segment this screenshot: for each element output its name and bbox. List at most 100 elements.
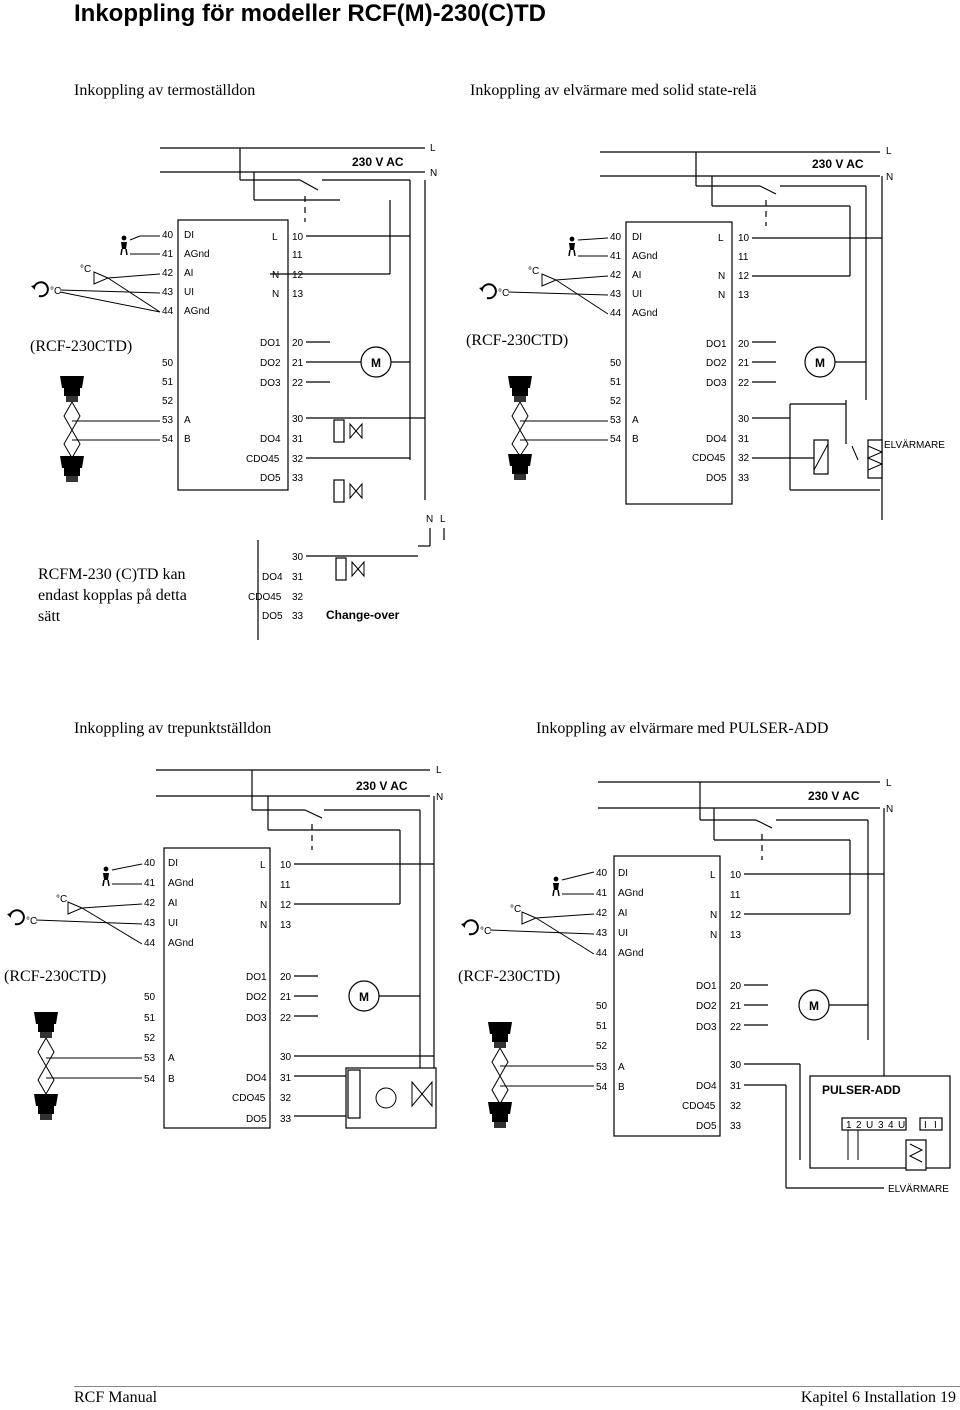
svg-text:L: L [718, 233, 724, 244]
svg-text:50: 50 [610, 358, 622, 369]
supply-L: L [886, 778, 892, 789]
svg-text:53: 53 [144, 1053, 156, 1064]
svg-text:A: A [184, 415, 191, 426]
svg-text:AGnd: AGnd [632, 251, 658, 262]
supply-label: 230 V AC [808, 789, 860, 803]
svg-text:30: 30 [730, 1060, 742, 1071]
svg-text:12: 12 [280, 900, 292, 911]
svg-text:DO4: DO4 [696, 1081, 717, 1092]
svg-text:CDO45: CDO45 [248, 592, 282, 603]
note-line-3: sätt [38, 608, 61, 625]
page-footer: RCF Manual Kapitel 6 Installation 19 [74, 1386, 960, 1406]
svg-text:UI: UI [618, 928, 628, 939]
svg-text:51: 51 [162, 377, 174, 388]
svg-text:CDO45: CDO45 [232, 1093, 266, 1104]
connector-icon [34, 1012, 58, 1038]
svg-text:AI: AI [168, 898, 177, 909]
svg-text:22: 22 [730, 1022, 742, 1033]
svg-text:B: B [632, 434, 639, 445]
svg-text:40: 40 [610, 232, 622, 243]
svg-text:DI: DI [168, 858, 178, 869]
svg-text:11: 11 [730, 890, 741, 901]
svg-text:50: 50 [162, 358, 174, 369]
svg-text:21: 21 [292, 358, 304, 369]
svg-text:33: 33 [738, 473, 750, 484]
svg-text:51: 51 [596, 1021, 608, 1032]
svg-text:N: N [260, 900, 267, 911]
svg-text:13: 13 [738, 290, 750, 301]
svg-text:40: 40 [162, 230, 174, 241]
svg-text:31: 31 [292, 572, 304, 583]
svg-text:4: 4 [888, 1120, 894, 1131]
svg-text:22: 22 [292, 378, 304, 389]
svg-text:41: 41 [596, 888, 608, 899]
caption-trepunkt: Inkoppling av trepunktställdon [74, 720, 272, 737]
svg-text:32: 32 [280, 1093, 292, 1104]
svg-text:DO2: DO2 [696, 1001, 717, 1012]
motor-label: M [809, 999, 819, 1013]
supply-label: 230 V AC [356, 779, 408, 793]
svg-text:1: 1 [846, 1120, 852, 1131]
svg-text:A: A [168, 1053, 175, 1064]
svg-text:33: 33 [730, 1121, 742, 1132]
svg-text:AI: AI [184, 268, 193, 279]
connector-icon [60, 456, 84, 482]
pulser-add-label: PULSER-ADD [822, 1083, 901, 1097]
supply-L: L [436, 765, 442, 776]
svg-text:50: 50 [596, 1001, 608, 1012]
svg-text:13: 13 [292, 289, 304, 300]
svg-text:20: 20 [738, 339, 750, 350]
caption-pulser-add: Inkoppling av elvärmare med PULSER-ADD [536, 720, 829, 737]
svg-text:U: U [898, 1120, 905, 1131]
svg-text:DO5: DO5 [260, 473, 281, 484]
svg-text:54: 54 [610, 434, 622, 445]
svg-text:52: 52 [596, 1041, 608, 1052]
svg-text:AI: AI [632, 270, 641, 281]
svg-text:UI: UI [168, 918, 178, 929]
connector-icon [34, 1094, 58, 1120]
svg-text:52: 52 [610, 396, 622, 407]
svg-text:AGnd: AGnd [632, 308, 658, 319]
svg-text:31: 31 [292, 434, 304, 445]
controller-box [177, 219, 289, 491]
svg-text:DO4: DO4 [246, 1073, 267, 1084]
svg-text:10: 10 [738, 233, 750, 244]
svg-text:DO1: DO1 [696, 981, 717, 992]
svg-text:43: 43 [596, 928, 608, 939]
svg-text:51: 51 [144, 1013, 156, 1024]
svg-text:43: 43 [610, 289, 622, 300]
svg-text:32: 32 [292, 592, 304, 603]
connector-icon [508, 376, 532, 402]
elvarmare-label: ELVÄRMARE [888, 1183, 949, 1195]
svg-text:33: 33 [292, 611, 304, 622]
motor-label: M [815, 356, 825, 370]
svg-text:20: 20 [730, 981, 742, 992]
svg-text:DO5: DO5 [262, 611, 283, 622]
svg-text:L: L [710, 870, 716, 881]
svg-text:31: 31 [280, 1073, 292, 1084]
svg-text:33: 33 [280, 1114, 292, 1125]
svg-text:DO3: DO3 [260, 378, 281, 389]
supply-label: 230 V AC [352, 155, 404, 169]
svg-text:53: 53 [596, 1062, 608, 1073]
svg-text:°C: °C [528, 266, 539, 277]
svg-text:N: N [272, 270, 279, 281]
svg-text:10: 10 [280, 860, 292, 871]
svg-text:20: 20 [292, 338, 304, 349]
svg-text:DO2: DO2 [260, 358, 281, 369]
model-label-1: (RCF-230CTD) [30, 338, 133, 355]
svg-text:L: L [272, 232, 278, 243]
supply-N: N [886, 804, 893, 815]
svg-text:31: 31 [738, 434, 750, 445]
connector-icon [508, 454, 532, 480]
svg-text:30: 30 [292, 414, 304, 425]
svg-text:DO1: DO1 [260, 338, 281, 349]
page-title: Inkoppling för modeller RCF(M)-230(C)TD [74, 0, 546, 27]
